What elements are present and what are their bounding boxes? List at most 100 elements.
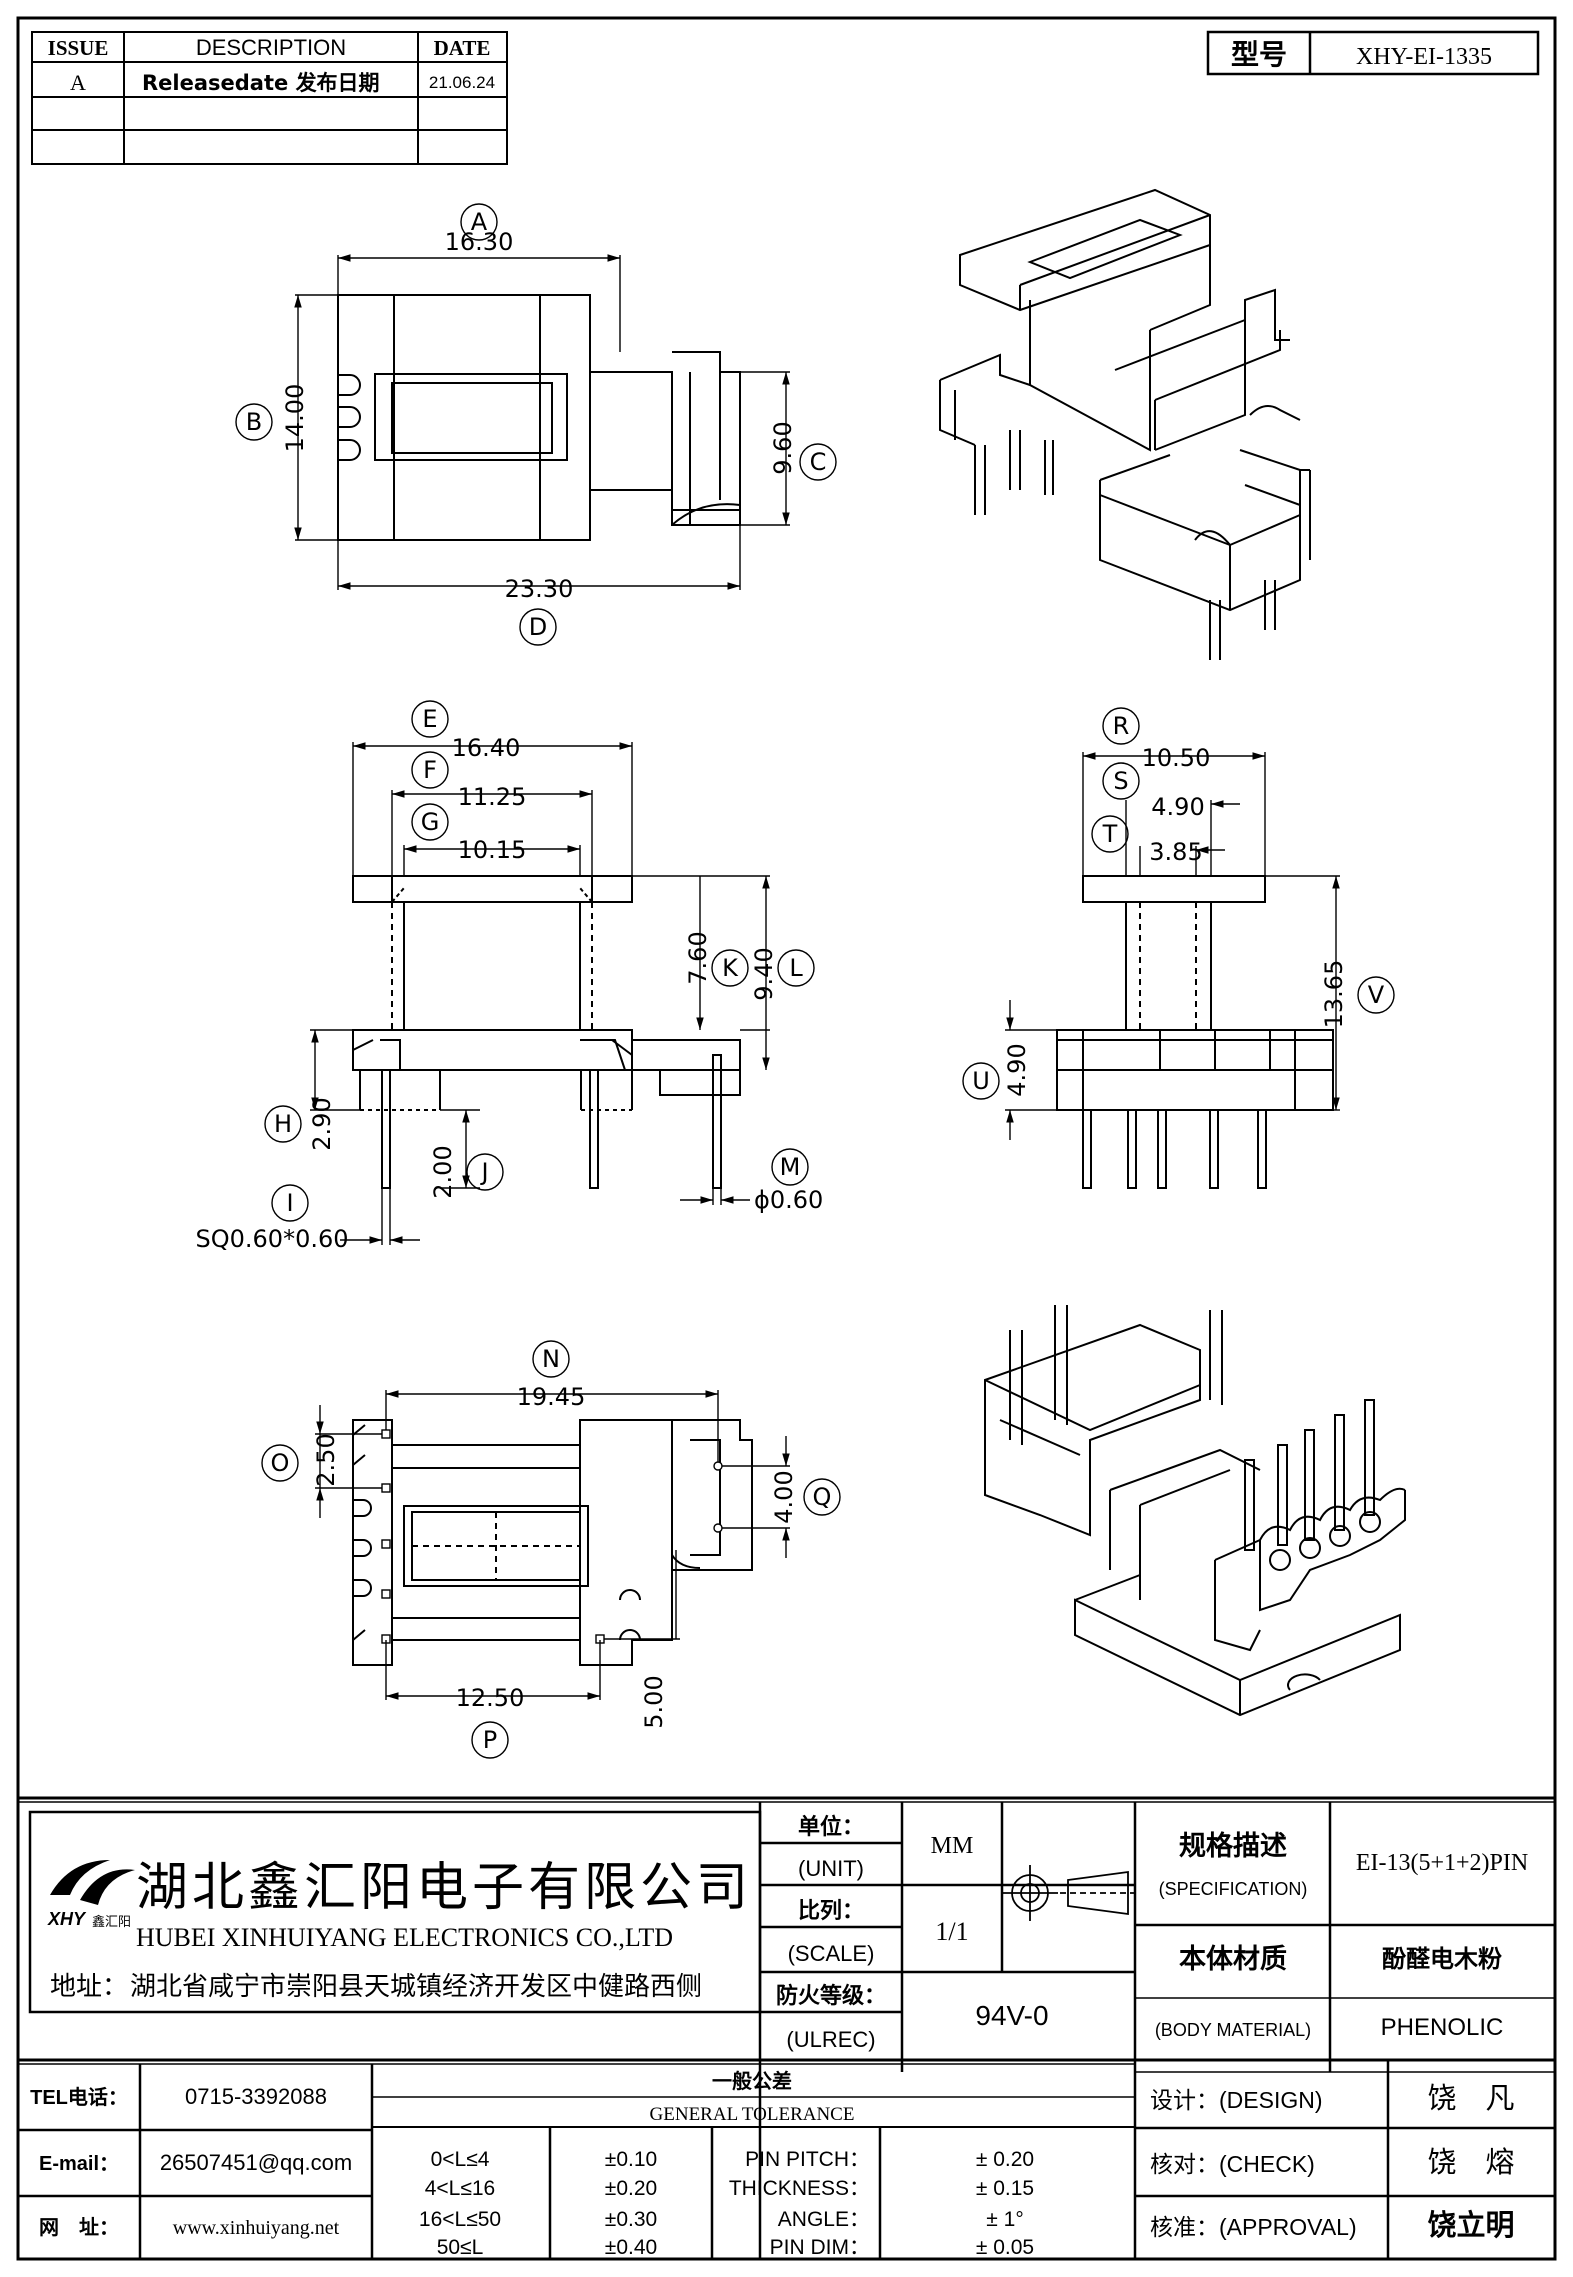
approval-name: 饶立明 (1427, 2208, 1514, 2242)
dim-value-m: ϕ0.60 (754, 1186, 823, 1214)
dim-balloon-a (460, 203, 498, 241)
tel-label: TEL电话： (30, 2086, 128, 2109)
dim-letter-a: A (471, 208, 488, 236)
spec-value: EI-13(5+1+2)PIN (1356, 1850, 1528, 1876)
dim-value-5: 5.00 (640, 1675, 668, 1728)
unit-value: MM (931, 1833, 974, 1859)
tolerance-ranges: 0<L≤4 4<L≤16 16<L≤50 50≤L ±0.10 ±0.20 ±0… (419, 2148, 1034, 2259)
ulrec-label-cn: 防火等级： (776, 1983, 886, 2008)
dim-value-g: 10.15 (458, 836, 527, 864)
dim-letter-p: P (483, 1726, 497, 1754)
tolerance-title-en: GENERAL TOLERANCE (650, 2104, 855, 2125)
dim-letter-r: R (1113, 712, 1130, 740)
check-name: 饶 熔 (1427, 2146, 1514, 2179)
tolerance-extra-label: ANGLE： (778, 2208, 870, 2231)
dim-balloon-v (1357, 976, 1395, 1014)
model-box (1206, 30, 1540, 76)
dim-value-u: 4.90 (1003, 1043, 1031, 1096)
dim-value-t: 3.85 (1149, 838, 1202, 866)
material-value-en: PHENOLIC (1381, 2014, 1504, 2041)
material-label-cn: 本体材质 (1179, 1944, 1287, 1974)
dim-balloon-r (1102, 707, 1140, 745)
dim-value-s: 4.90 (1151, 793, 1204, 821)
side-view-dimensions (1005, 752, 1340, 1140)
dim-letter-o: O (271, 1449, 290, 1477)
tolerance-range-row: 0<L≤4 (431, 2148, 490, 2171)
dim-value-a: 16.30 (445, 228, 514, 256)
unit-label-cn: 单位： (798, 1814, 864, 1839)
dim-balloon-j (466, 1153, 504, 1191)
logo-subtext: 鑫汇阳 (92, 1914, 131, 1929)
revision-issue-cell: A (70, 70, 86, 95)
check-label: 核对：(CHECK) (1150, 2151, 1315, 2177)
dim-balloon-b (235, 403, 273, 441)
dim-letter-c: C (810, 448, 827, 476)
dim-value-b: 14.00 (281, 384, 309, 453)
design-name: 饶 凡 (1427, 2082, 1514, 2115)
email-value: 26507451@qq.com (160, 2150, 352, 2175)
web-value: www.xinhuiyang.net (173, 2217, 340, 2239)
isometric-view-top (939, 188, 1311, 660)
dim-balloon-p (471, 1721, 509, 1759)
revision-header-issue: ISSUE (48, 36, 109, 60)
tolerance-range-row: 50≤L (437, 2236, 484, 2259)
dim-value-q: 4.00 (770, 1470, 798, 1523)
projection-symbol-icon (1002, 1865, 1135, 1921)
revision-header-date: DATE (434, 36, 491, 60)
dim-value-f: 11.25 (458, 783, 527, 811)
dim-balloon-u (962, 1062, 1000, 1100)
material-value-cn: 酚醛电木粉 (1382, 1946, 1502, 1973)
isometric-view-bottom (984, 1305, 1406, 1717)
scale-label-en: (SCALE) (788, 1941, 875, 1966)
dim-value-n: 19.45 (517, 1383, 586, 1411)
email-label: E-mail： (39, 2153, 119, 2175)
dim-value-h: 2.90 (308, 1097, 336, 1150)
dim-letter-q: Q (813, 1483, 832, 1511)
scale-label-cn: 比列： (798, 1898, 864, 1923)
dim-balloon-s (1102, 762, 1140, 800)
dim-letter-g: G (421, 808, 440, 836)
dim-letter-b: B (246, 408, 262, 436)
tolerance-extra-value: ± 0.20 (976, 2148, 1034, 2171)
revision-description-cell: Releasedate 发布日期 (142, 71, 380, 95)
dim-balloon-h (264, 1105, 302, 1143)
company-logo: XHY 鑫汇阳 (47, 1860, 135, 1929)
tolerance-value-row: ±0.20 (605, 2177, 657, 2200)
unit-label-en: (UNIT) (798, 1856, 864, 1881)
dim-letter-f: F (423, 756, 437, 784)
tel-value: 0715-3392088 (185, 2084, 327, 2109)
material-label-en: (BODY MATERIAL) (1155, 2020, 1311, 2040)
logo-text: XHY (47, 1909, 87, 1929)
dim-balloon-k (711, 949, 749, 987)
company-name-cn: 湖北鑫汇阳电子有限公司 (136, 1860, 752, 1917)
bottom-view (352, 1419, 753, 1666)
side-view (1056, 875, 1334, 1189)
dim-balloon-m (771, 1148, 809, 1186)
dim-balloon-n (532, 1340, 570, 1378)
dim-balloon-f (411, 751, 449, 789)
dim-value-l: 9.40 (750, 947, 778, 1000)
dim-letter-v: V (1368, 981, 1385, 1009)
design-label: 设计：(DESIGN) (1150, 2087, 1323, 2113)
revision-table (31, 31, 508, 165)
front-view-dimension-labels: E 16.40 F 11.25 G 10.15 7.60 K 9.40 L H … (196, 700, 823, 1253)
side-view-dimension-labels: R 10.50 S 4.90 T 3.85 13.65 V U 4.90 (962, 707, 1395, 1100)
web-label: 网 址： (39, 2216, 119, 2239)
dim-letter-t: T (1102, 820, 1118, 848)
front-view (352, 875, 741, 1189)
dim-letter-l: L (789, 954, 803, 982)
dim-letter-d: D (529, 613, 547, 641)
revision-date-cell: 21.06.24 (429, 73, 495, 92)
tolerance-value-row: ±0.10 (605, 2148, 657, 2171)
tolerance-range-row: 4<L≤16 (425, 2177, 496, 2200)
dim-value-c: 9.60 (769, 421, 797, 474)
dim-balloon-l (777, 949, 815, 987)
dim-value-d: 23.30 (505, 575, 574, 603)
ulrec-label-en: (ULREC) (786, 2027, 875, 2052)
dim-letter-h: H (274, 1110, 292, 1138)
dim-value-j: 2.00 (429, 1145, 457, 1198)
address-value: 湖北省咸宁市崇阳县天城镇经济开发区中健路西侧 (130, 1971, 702, 2001)
dim-balloon-t (1091, 815, 1129, 853)
dim-letter-s: S (1113, 767, 1128, 795)
top-view-dimension-labels: A 16.30 B 14.00 C 9.60 23.30 D (235, 203, 837, 646)
